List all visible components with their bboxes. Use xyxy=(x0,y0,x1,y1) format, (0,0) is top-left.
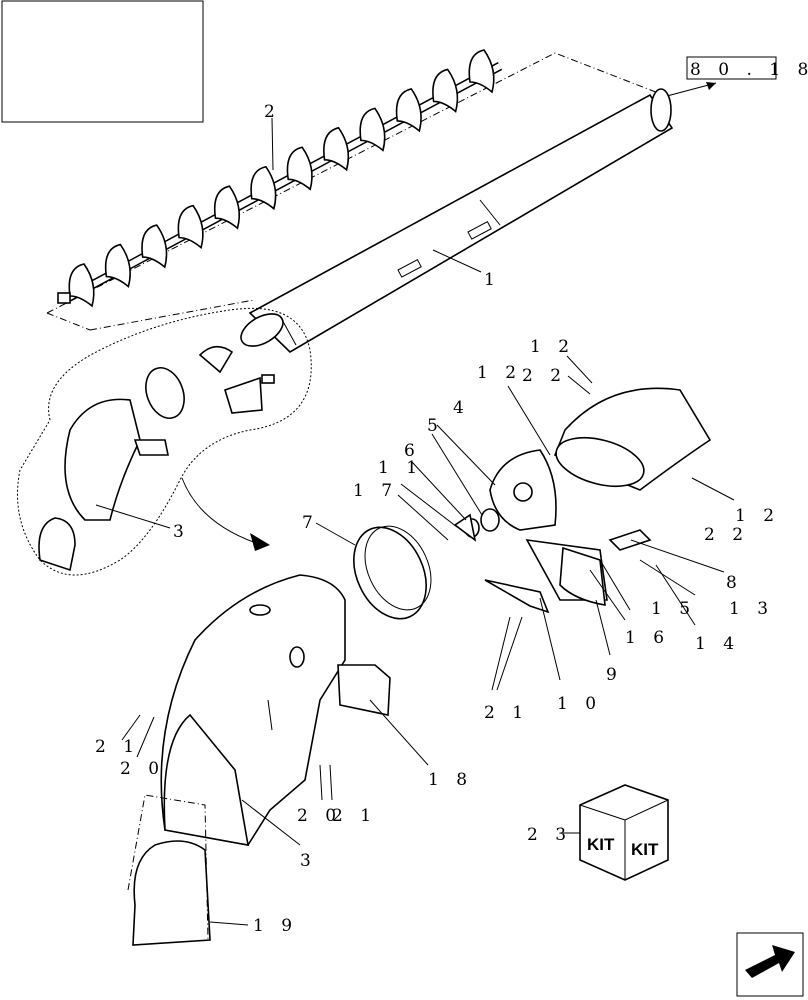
callout-16: 1 6 xyxy=(625,628,670,648)
svg-text:KIT: KIT xyxy=(631,840,659,859)
liner-18 xyxy=(337,664,391,716)
svg-text:KIT: KIT xyxy=(587,835,615,854)
callout-4: 4 xyxy=(453,398,470,418)
callout-labels: 2 1 3 7 1 7 1 1 6 5 4 1 2 1 2 2 2 1 2 2 … xyxy=(95,102,780,936)
spout-tube-end xyxy=(553,387,712,491)
bearing-plate-4 xyxy=(489,449,557,531)
callout-17: 1 7 xyxy=(353,481,398,501)
auger-flight xyxy=(359,107,386,152)
callout-15: 1 5 xyxy=(651,599,696,619)
callout-23: 2 3 xyxy=(527,825,572,845)
callout-9: 9 xyxy=(606,665,623,685)
shield-9-10 xyxy=(484,538,608,614)
callout-12a: 1 2 xyxy=(477,363,522,383)
callout-22a: 2 2 xyxy=(522,366,567,386)
bracket-8 xyxy=(608,529,652,551)
auger-flight xyxy=(68,263,95,308)
callout-8: 8 xyxy=(726,573,743,593)
callout-10: 1 0 xyxy=(557,694,602,714)
leader-lines xyxy=(95,117,735,926)
callout-6: 6 xyxy=(404,441,421,461)
auger-flight xyxy=(468,49,495,94)
callout-13: 1 3 xyxy=(729,599,774,619)
callout-18: 1 8 xyxy=(428,770,473,790)
auger-flight xyxy=(323,126,350,172)
auger-flight xyxy=(250,165,277,211)
kit-box: KIT KIT xyxy=(579,784,669,881)
auger-flight xyxy=(177,204,204,250)
title-box xyxy=(1,0,204,123)
callout-22b: 2 2 xyxy=(704,525,749,545)
callout-12c: 1 2 xyxy=(735,506,780,526)
navigation-arrow-icon[interactable] xyxy=(736,932,804,997)
auger-flight xyxy=(213,185,241,230)
callout-1: 1 xyxy=(484,270,501,290)
callout-3a: 3 xyxy=(173,522,190,542)
clamp-band-7 xyxy=(353,525,432,620)
bearing-parts xyxy=(453,508,500,542)
callout-5: 5 xyxy=(427,416,444,436)
axis-lines xyxy=(46,52,667,331)
callout-3b: 3 xyxy=(300,851,317,871)
cover-plate-19 xyxy=(127,794,211,946)
callout-20a: 2 0 xyxy=(120,759,165,779)
explode-arrow xyxy=(250,533,270,551)
auger-flight xyxy=(395,88,422,133)
callout-21a: 2 1 xyxy=(484,703,529,723)
callout-12b: 1 2 xyxy=(530,337,575,357)
callout-7: 7 xyxy=(302,513,319,533)
callout-19: 1 9 xyxy=(253,916,298,936)
callout-2: 2 xyxy=(264,102,281,122)
overview-cluster xyxy=(38,345,275,572)
discharge-housing xyxy=(160,574,346,846)
auger-flighting xyxy=(57,49,503,308)
reference-link[interactable]: 8 0 . 1 8 0 xyxy=(666,56,808,97)
callout-14: 1 4 xyxy=(695,634,740,654)
auger-flight xyxy=(432,68,459,113)
auger-flight xyxy=(104,243,131,288)
auger-flight xyxy=(286,146,313,191)
overview-envelope xyxy=(17,307,312,576)
callout-11: 1 1 xyxy=(378,458,423,478)
callout-21b: 2 1 xyxy=(95,737,140,757)
callout-21c: 2 1 xyxy=(332,806,377,826)
svg-text:8 0 . 1 8 0: 8 0 . 1 8 0 xyxy=(690,60,808,80)
auger-tube xyxy=(240,88,674,353)
callout-20b: 2 0 xyxy=(297,806,342,826)
auger-flight xyxy=(141,224,168,269)
